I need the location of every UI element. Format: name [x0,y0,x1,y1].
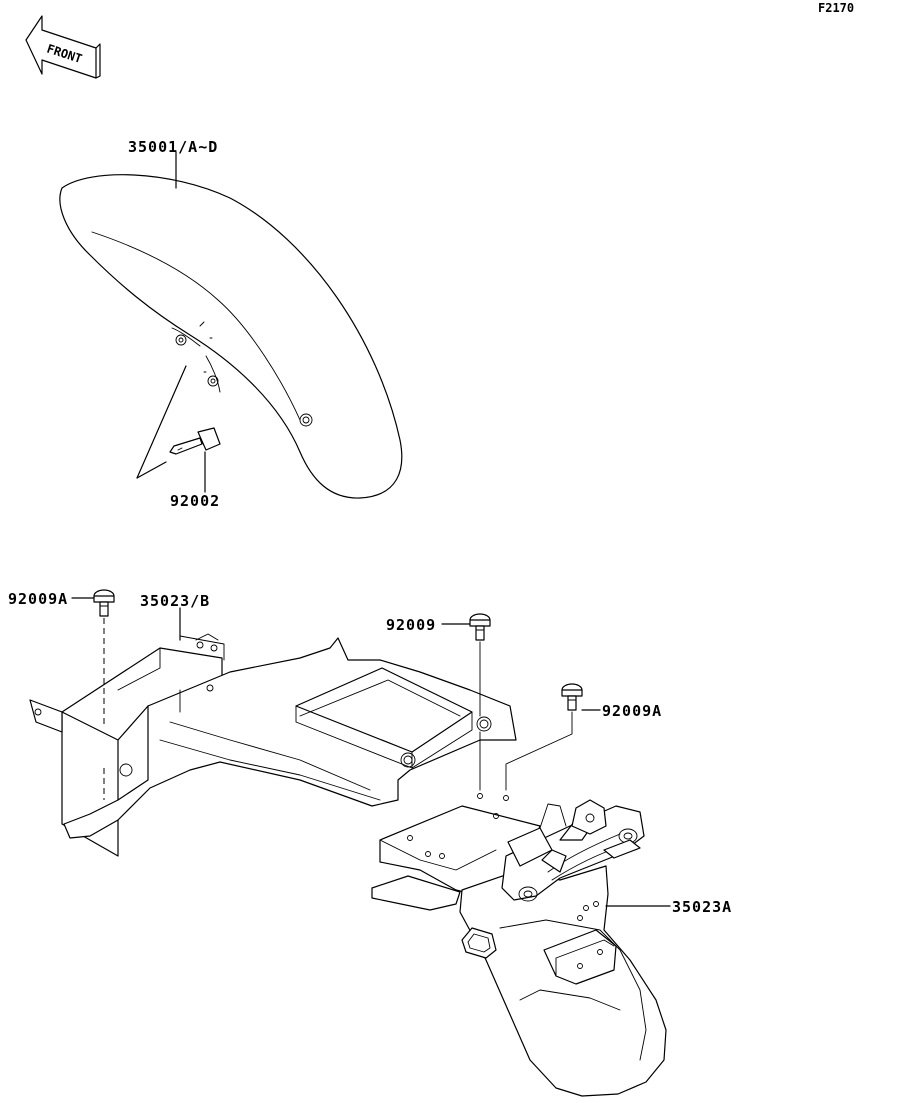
label-bolt-left: 92009A [8,590,68,608]
rear-inner-fender-drawing [29,633,517,857]
label-bolt-center: 92009 [386,616,436,634]
label-fender-bolt: 92002 [170,492,220,510]
bolt-center-icon [469,613,491,641]
label-rear-fender: 35023A [672,898,732,916]
rear-fender-drawing [371,793,667,1097]
bolt-right-icon [561,683,583,711]
label-front-fender: 35001/A~D [128,138,218,156]
fender-bolt-icon [169,427,221,455]
bolt-left-icon [93,589,115,617]
figure-code: F2170 [818,1,854,15]
label-rear-inner-fender: 35023/B [140,592,210,610]
label-bolt-right: 92009A [602,702,662,720]
front-fender-drawing [59,174,403,499]
front-arrow-icon: FRONT [25,15,101,79]
